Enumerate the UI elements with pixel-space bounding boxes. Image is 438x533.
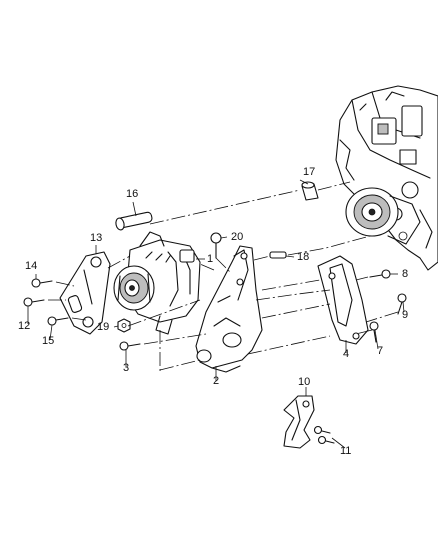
callout-15: 15 (42, 335, 54, 347)
part-18-stud (269, 251, 287, 259)
callout-11: 11 (340, 445, 351, 457)
part-8-bolt (369, 269, 391, 279)
part-1-alternator (113, 231, 201, 335)
part-10-bracket (283, 395, 315, 449)
callout-16: 16 (126, 188, 138, 200)
alignment-lines (48, 181, 399, 372)
callout-12: 12 (18, 320, 30, 332)
part-19-nut (117, 318, 131, 333)
part-15-bolt (47, 316, 69, 326)
callout-2: 2 (213, 375, 219, 387)
callout-10: 10 (298, 376, 310, 388)
callout-19: 19 (97, 321, 109, 333)
callout-9: 9 (402, 309, 408, 321)
fasteners (23, 232, 407, 445)
part-2-bracket (195, 245, 263, 373)
part-3-bolt (119, 341, 141, 351)
part-16-stud (115, 211, 153, 231)
part-7-bolt (369, 321, 379, 343)
engine-block (335, 85, 438, 271)
callout-13: 13 (90, 232, 102, 244)
callout-8: 8 (402, 268, 408, 280)
part-17-spacer (301, 181, 319, 201)
callout-18: 18 (297, 251, 309, 263)
callout-3: 3 (123, 362, 129, 374)
part-4-plate (317, 255, 369, 345)
part-12-bolt (23, 297, 45, 307)
callout-4: 4 (343, 348, 349, 360)
callout-7: 7 (377, 345, 383, 357)
leader-lines (27, 179, 405, 449)
callout-17: 17 (303, 166, 315, 178)
pump-pulley (345, 187, 421, 245)
callout-1: 1 (207, 253, 213, 265)
part-9-bolt (397, 293, 407, 315)
part-20-bolt (210, 232, 222, 259)
part-14-bolt (31, 278, 53, 288)
callout-14: 14 (25, 260, 37, 272)
callout-20: 20 (231, 231, 243, 243)
part-11-bolts (313, 425, 335, 445)
part-13-bracket (59, 251, 111, 335)
